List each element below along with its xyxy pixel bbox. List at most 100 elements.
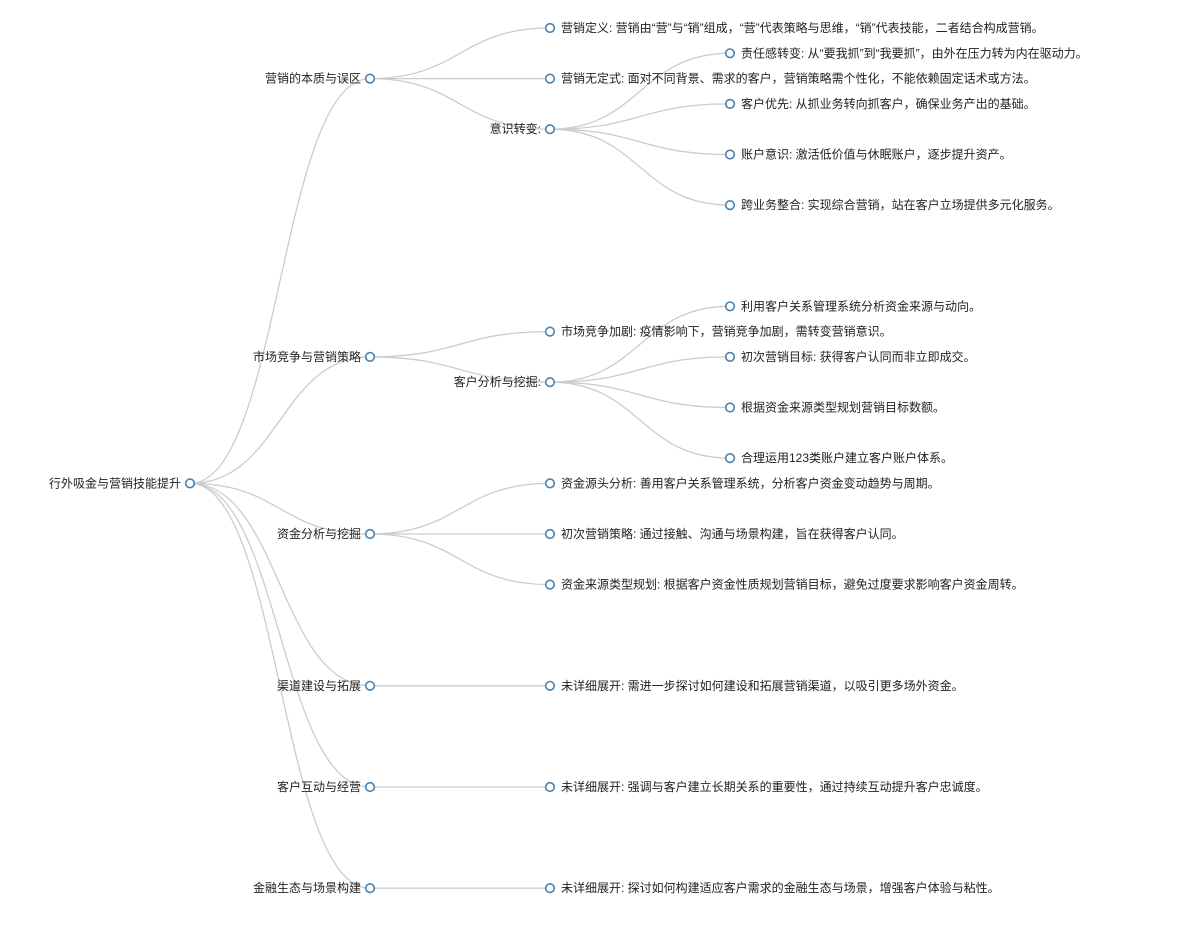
node-toggle-circle[interactable] xyxy=(544,326,556,337)
node-toggle-circle[interactable] xyxy=(544,478,556,489)
node-label: 营销无定式: 面对不同背景、需求的客户，营销策略需个性化，不能依赖固定话术或方法… xyxy=(561,71,1036,86)
tree-link xyxy=(549,128,731,156)
node-label: 利用客户关系管理系统分析资金来源与动向。 xyxy=(741,298,981,313)
node-label: 意识转变: xyxy=(490,121,541,136)
node-toggle-circle[interactable] xyxy=(364,781,376,793)
node-toggle-circle[interactable] xyxy=(364,528,376,540)
node-label: 市场竞争与营销策略 xyxy=(253,349,361,364)
node-label: 账户意识: 激活低价值与休眠账户，逐步提升资产。 xyxy=(741,147,1012,162)
leaf-node[interactable]: 根据资金来源类型规划营销目标数额。 xyxy=(724,400,945,415)
node-label: 根据资金来源类型规划营销目标数额。 xyxy=(741,400,945,415)
leaf-node[interactable]: 责任感转变: 从“要我抓”到“我要抓”，由外在压力转为内在驱动力。 xyxy=(724,45,1088,60)
node-toggle-circle[interactable] xyxy=(724,98,736,109)
node-label: 未详细展开: 强调与客户建立长期关系的重要性，通过持续互动提升客户忠诚度。 xyxy=(561,779,988,794)
tree-link xyxy=(369,356,551,383)
leaf-node[interactable]: 资金源头分析: 善用客户关系管理系统，分析客户资金变动趋势与周期。 xyxy=(544,475,940,490)
leaf-node[interactable]: 营销定义: 营销由“营”与“销”组成，“营”代表策略与思维，“销”代表技能，二者… xyxy=(544,20,1044,35)
branch-node[interactable]: 市场竞争与营销策略 xyxy=(253,349,376,364)
node-label: 初次营销目标: 获得客户认同而非立即成交。 xyxy=(741,349,976,364)
node-toggle-circle[interactable] xyxy=(364,351,376,363)
node-label: 客户优先: 从抓业务转向抓客户，确保业务产出的基础。 xyxy=(741,96,1036,111)
tree-nodes: 行外吸金与营销技能提升 营销的本质与误区 营销定义: 营销由“营”与“销”组成，“营… xyxy=(49,20,1088,895)
tree-link xyxy=(369,330,551,358)
tree-link xyxy=(549,103,731,130)
node-label: 跨业务整合: 实现综合营销，站在客户立场提供多元化服务。 xyxy=(741,197,1060,212)
node-toggle-circle[interactable] xyxy=(544,528,556,540)
tree-link xyxy=(369,27,551,80)
node-toggle-circle[interactable] xyxy=(184,478,196,489)
node-toggle-circle[interactable] xyxy=(724,149,736,160)
node-toggle-circle[interactable] xyxy=(544,73,556,84)
node-toggle-circle[interactable] xyxy=(364,883,376,894)
leaf-node[interactable]: 市场竞争加剧: 疫情影响下，营销竞争加剧，需转变营销意识。 xyxy=(544,324,892,339)
node-label: 客户分析与挖掘: xyxy=(454,374,541,389)
branch-node[interactable]: 渠道建设与拓展 xyxy=(277,679,376,693)
leaf-node[interactable]: 营销无定式: 面对不同背景、需求的客户，营销策略需个性化，不能依赖固定话术或方法… xyxy=(544,71,1036,86)
node-toggle-circle[interactable] xyxy=(544,781,556,793)
root-node[interactable]: 行外吸金与营销技能提升 xyxy=(49,475,196,490)
node-toggle-circle[interactable] xyxy=(544,377,556,388)
leaf-node[interactable]: 合理运用123类账户建立客户账户体系。 xyxy=(724,450,953,465)
tree-link xyxy=(189,356,371,485)
node-toggle-circle[interactable] xyxy=(544,579,556,590)
node-toggle-circle[interactable] xyxy=(724,402,736,413)
tree-link xyxy=(369,533,551,586)
branch-node[interactable]: 资金分析与挖掘 xyxy=(277,526,376,541)
node-label: 渠道建设与拓展 xyxy=(277,679,361,693)
tree-link xyxy=(549,305,731,383)
tree-link xyxy=(549,381,731,459)
node-label: 责任感转变: 从“要我抓”到“我要抓”，由外在压力转为内在驱动力。 xyxy=(741,45,1088,60)
tree-link xyxy=(189,77,371,485)
tree-link xyxy=(189,482,371,535)
branch-node[interactable]: 营销的本质与误区 xyxy=(265,71,376,86)
branch-node[interactable]: 客户互动与经营 xyxy=(277,779,376,794)
node-label: 营销的本质与误区 xyxy=(265,71,361,86)
node-toggle-circle[interactable] xyxy=(724,351,736,363)
leaf-node[interactable]: 资金来源类型规划: 根据客户资金性质规划营销目标，避免过度要求影响客户资金周转。 xyxy=(544,577,1024,592)
leaf-node[interactable]: 账户意识: 激活低价值与休眠账户，逐步提升资产。 xyxy=(724,147,1012,162)
node-toggle-circle[interactable] xyxy=(364,73,376,84)
node-label: 资金分析与挖掘 xyxy=(277,526,361,541)
tree-link xyxy=(549,356,731,383)
node-label: 未详细展开: 探讨如何构建适应客户需求的金融生态与场景，增强客户体验与粘性。 xyxy=(561,880,1000,895)
tree-link xyxy=(549,381,731,409)
node-label: 客户互动与经营 xyxy=(277,779,361,794)
node-toggle-circle[interactable] xyxy=(724,301,736,312)
tree-link xyxy=(369,77,551,130)
node-toggle-circle[interactable] xyxy=(724,453,736,464)
leaf-node[interactable]: 客户优先: 从抓业务转向抓客户，确保业务产出的基础。 xyxy=(724,96,1036,111)
leaf-node[interactable]: 利用客户关系管理系统分析资金来源与动向。 xyxy=(724,298,981,313)
node-toggle-circle[interactable] xyxy=(544,680,556,691)
leaf-node[interactable]: 未详细展开: 探讨如何构建适应客户需求的金融生态与场景，增强客户体验与粘性。 xyxy=(544,880,1000,895)
node-label: 初次营销策略: 通过接触、沟通与场景构建，旨在获得客户认同。 xyxy=(561,526,904,541)
tree-link xyxy=(549,52,731,130)
node-toggle-circle[interactable] xyxy=(724,48,736,59)
tree-link xyxy=(189,482,371,687)
node-label: 合理运用123类账户建立客户账户体系。 xyxy=(741,450,953,465)
node-label: 市场竞争加剧: 疫情影响下，营销竞争加剧，需转变营销意识。 xyxy=(561,324,892,339)
tree-link xyxy=(189,482,371,788)
node-label: 资金源头分析: 善用客户关系管理系统，分析客户资金变动趋势与周期。 xyxy=(561,475,940,490)
node-toggle-circle[interactable] xyxy=(544,124,556,135)
tree-link xyxy=(189,482,371,889)
leaf-node[interactable]: 跨业务整合: 实现综合营销，站在客户立场提供多元化服务。 xyxy=(724,197,1060,212)
tree-link xyxy=(549,128,731,206)
node-toggle-circle[interactable] xyxy=(544,22,556,34)
leaf-node[interactable]: 未详细展开: 强调与客户建立长期关系的重要性，通过持续互动提升客户忠诚度。 xyxy=(544,779,988,794)
tree-link xyxy=(369,482,551,535)
node-toggle-circle[interactable] xyxy=(724,200,736,211)
node-toggle-circle[interactable] xyxy=(544,883,556,894)
branch-node[interactable]: 金融生态与场景构建 xyxy=(253,880,376,895)
node-label: 行外吸金与营销技能提升 xyxy=(49,475,181,490)
leaf-node[interactable]: 初次营销策略: 通过接触、沟通与场景构建，旨在获得客户认同。 xyxy=(544,526,904,541)
tree-links xyxy=(189,27,731,889)
node-toggle-circle[interactable] xyxy=(364,680,376,691)
node-label: 资金来源类型规划: 根据客户资金性质规划营销目标，避免过度要求影响客户资金周转。 xyxy=(561,577,1024,592)
leaf-node[interactable]: 未详细展开: 需进一步探讨如何建设和拓展营销渠道，以吸引更多场外资金。 xyxy=(544,678,964,693)
node-label: 未详细展开: 需进一步探讨如何建设和拓展营销渠道，以吸引更多场外资金。 xyxy=(561,678,964,693)
node-label: 营销定义: 营销由“营”与“销”组成，“营”代表策略与思维，“销”代表技能，二者… xyxy=(561,20,1044,35)
branch-node[interactable]: 客户分析与挖掘: xyxy=(454,374,556,389)
branch-node[interactable]: 意识转变: xyxy=(490,121,556,136)
leaf-node[interactable]: 初次营销目标: 获得客户认同而非立即成交。 xyxy=(724,349,976,364)
